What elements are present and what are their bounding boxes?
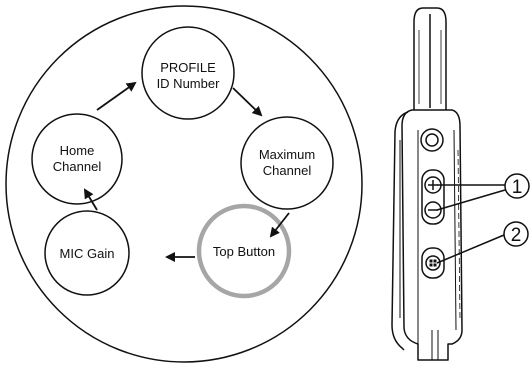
node-top-button-label: Top Button bbox=[213, 244, 275, 259]
device-side-view bbox=[391, 7, 463, 361]
node-profile-id: PROFILE ID Number bbox=[141, 26, 235, 120]
callout-2: 2 bbox=[503, 221, 529, 247]
outer-circle bbox=[5, 5, 363, 363]
node-home-channel-line2: Channel bbox=[53, 159, 102, 174]
arrow-profile-to-maximum bbox=[232, 87, 263, 117]
node-profile-id-line2: ID Number bbox=[157, 76, 221, 91]
arrow-home-to-profile bbox=[96, 81, 137, 111]
callout-lines bbox=[436, 184, 506, 264]
arrow-mic-to-home bbox=[83, 188, 98, 211]
volume-down-button[interactable] bbox=[424, 201, 442, 219]
cycle-diagram: PROFILE ID Number Maximum Channel Top Bu… bbox=[5, 5, 363, 363]
node-home-channel-line1: Home bbox=[60, 143, 95, 158]
callout-1: 1 bbox=[504, 173, 530, 199]
node-top-button: Top Button bbox=[196, 203, 292, 299]
plus-icon bbox=[428, 180, 438, 190]
node-home-channel: Home Channel bbox=[31, 113, 123, 205]
node-profile-id-line1: PROFILE bbox=[160, 60, 216, 75]
arrow-maximum-to-top bbox=[269, 212, 290, 238]
menu-button[interactable] bbox=[421, 247, 445, 279]
grid-icon bbox=[429, 259, 437, 267]
node-maximum-channel-line2: Channel bbox=[263, 163, 312, 178]
callout-1-label: 1 bbox=[512, 177, 523, 198]
power-icon bbox=[425, 133, 439, 147]
node-mic-gain: MIC Gain bbox=[44, 210, 130, 296]
belt-clip bbox=[391, 111, 409, 351]
node-mic-gain-label: MIC Gain bbox=[60, 246, 115, 261]
power-button[interactable] bbox=[420, 128, 444, 152]
device-body bbox=[401, 109, 463, 361]
node-maximum-channel-line1: Maximum bbox=[259, 147, 315, 162]
node-maximum-channel: Maximum Channel bbox=[240, 116, 334, 210]
callout-2-label: 2 bbox=[511, 225, 522, 246]
